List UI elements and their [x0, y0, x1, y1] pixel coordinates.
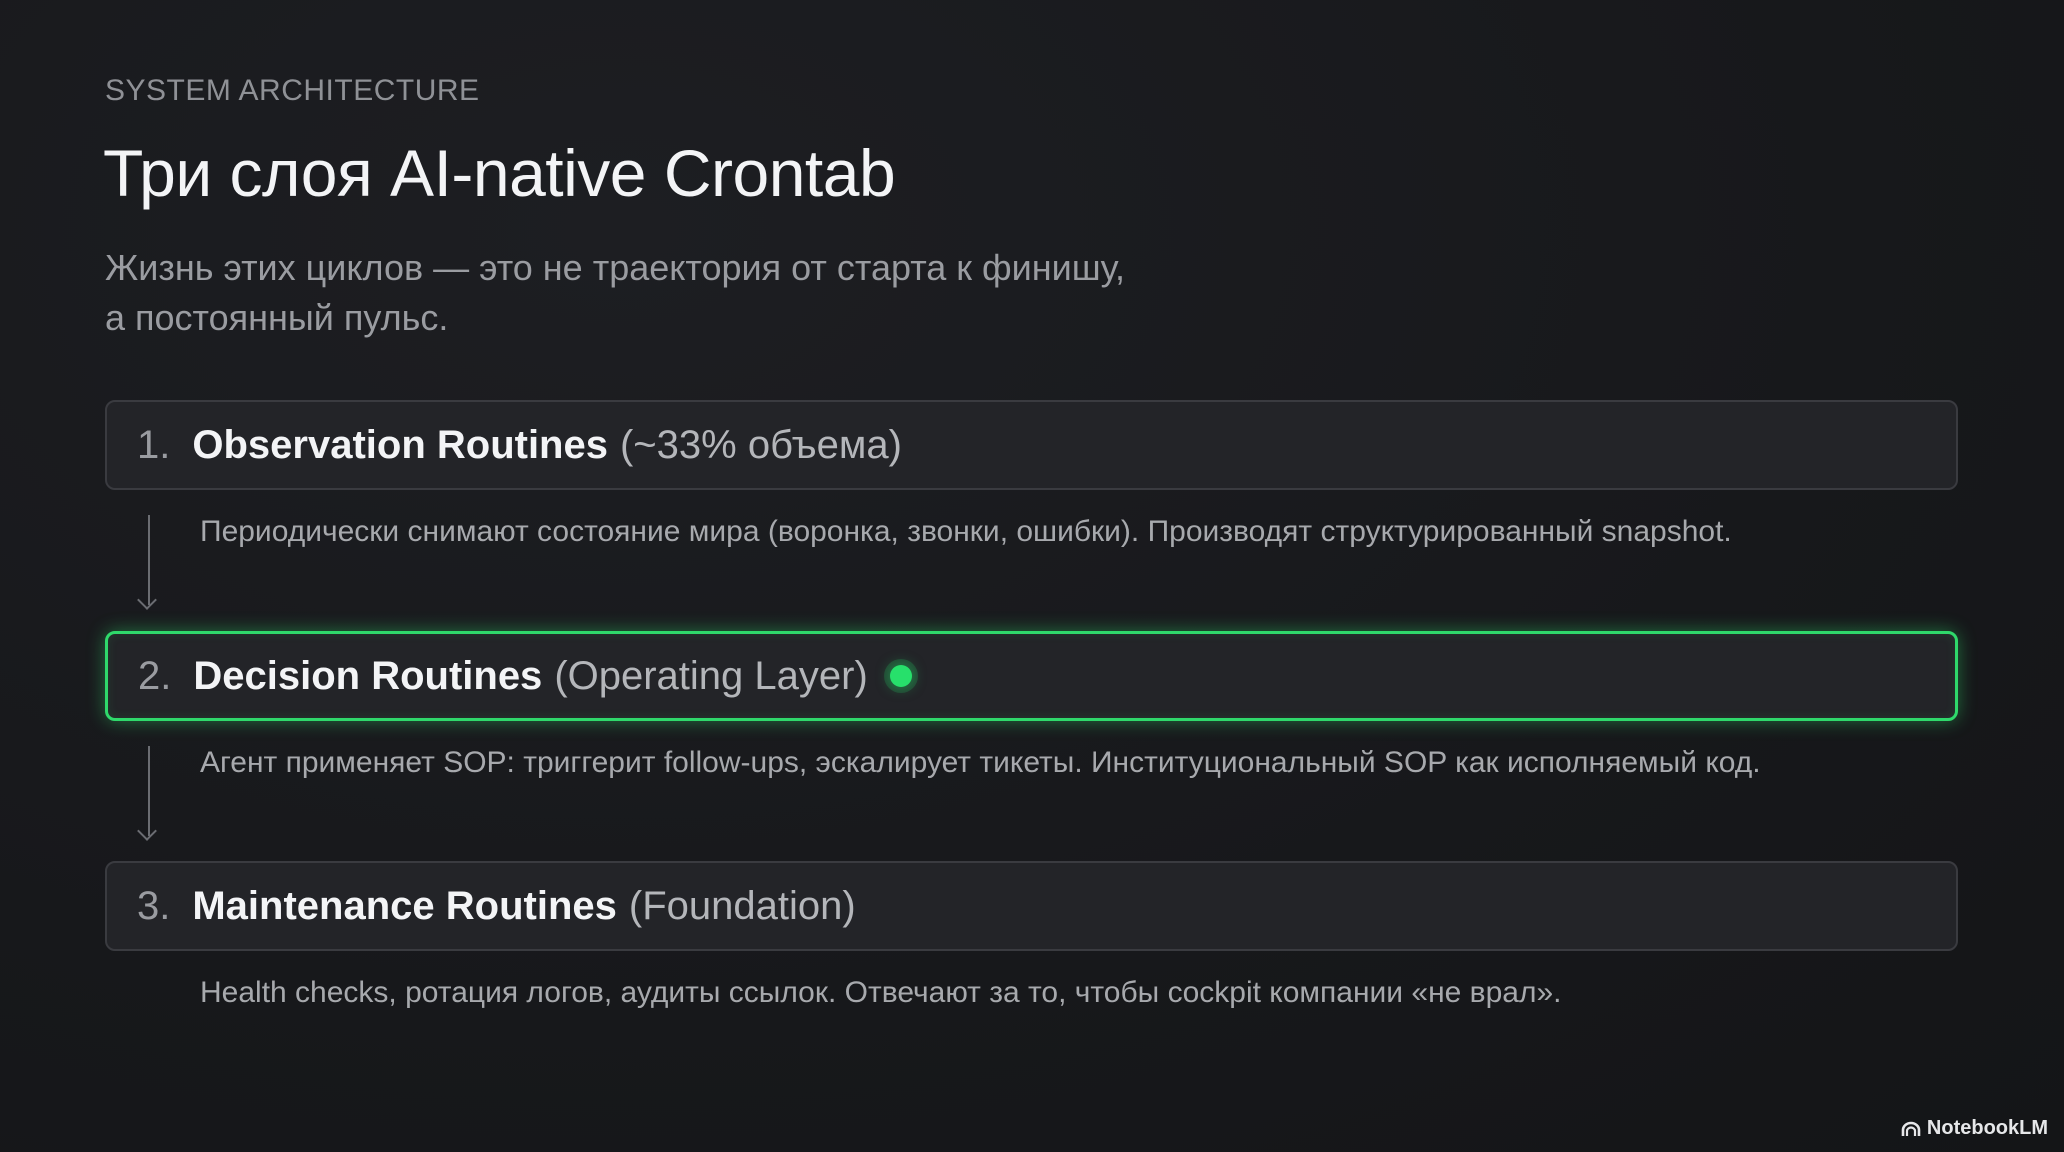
layer-note: (~33% объема)	[619, 422, 902, 467]
layer-description-decision: Агент применяет SOP: триггерит follow-up…	[200, 746, 1761, 779]
subtitle-line-2: а постоянный пульс.	[105, 297, 449, 338]
notebooklm-logo-icon	[1901, 1121, 1921, 1137]
layer-name: Decision Routines	[193, 653, 543, 698]
layer-description-observation: Периодически снимают состояние мира (вор…	[200, 515, 1732, 548]
connector-arrow-icon	[148, 746, 150, 836]
layer-name: Observation Routines	[192, 422, 608, 467]
layer-number: 3.	[137, 883, 171, 928]
layer-description-maintenance: Health checks, ротация логов, аудиты ссы…	[200, 976, 1562, 1009]
layer-number: 1.	[137, 422, 171, 467]
eyebrow-label: SYSTEM ARCHITECTURE	[105, 74, 480, 107]
active-status-dot-icon	[889, 665, 912, 687]
layer-card-decision[interactable]: 2. Decision Routines (Operating Layer)	[105, 631, 1958, 721]
layer-note: (Operating Layer)	[554, 653, 868, 698]
layer-note: (Foundation)	[628, 883, 856, 928]
subtitle-line-1: Жизнь этих циклов — это не траектория от…	[105, 247, 1126, 288]
brand-name: NotebookLM	[1926, 1117, 2048, 1139]
layer-number: 2.	[138, 653, 172, 698]
layer-card-observation[interactable]: 1. Observation Routines (~33% объема)	[105, 400, 1958, 490]
subtitle: Жизнь этих циклов — это не траектория от…	[105, 243, 1405, 343]
page-title: Три слоя AI-native Crontab	[103, 136, 896, 210]
layer-card-maintenance[interactable]: 3. Maintenance Routines (Foundation)	[105, 861, 1958, 951]
layer-name: Maintenance Routines	[192, 883, 617, 928]
connector-arrow-icon	[148, 515, 150, 605]
brand-watermark: NotebookLM	[1901, 1117, 2048, 1140]
